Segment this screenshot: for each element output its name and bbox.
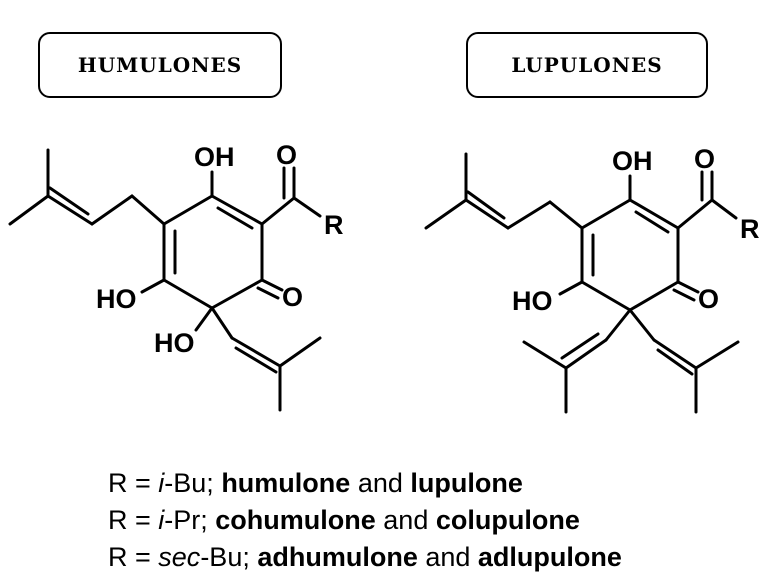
bond xyxy=(260,278,284,292)
bond xyxy=(466,190,506,220)
legend-substituent-italic: sec xyxy=(158,542,201,572)
legend-humulone-name: humulone xyxy=(221,468,351,498)
bond xyxy=(230,336,282,368)
bond xyxy=(46,194,94,226)
legend-lupulone-name: lupulone xyxy=(410,468,523,498)
humulone-ketone-o: O xyxy=(282,282,303,312)
double-bond-inner xyxy=(634,210,670,234)
legend-humulone-name: cohumulone xyxy=(215,505,376,535)
legend-line-1: R = i-Bu; humulone and lupulone xyxy=(108,468,523,499)
legend-line-3: R = sec-Bu; adhumulone and adlupulone xyxy=(108,542,622,573)
bond xyxy=(580,198,632,230)
legend-line-2: R = i-Pr; cohumulone and colupulone xyxy=(108,505,580,536)
humulones-label: HUMULONES xyxy=(77,53,243,77)
bond xyxy=(194,306,214,332)
legend-substituent-italic: i xyxy=(158,505,165,535)
bond xyxy=(162,278,214,310)
bond xyxy=(580,280,632,312)
bond xyxy=(628,280,680,312)
legend-and: and xyxy=(350,468,411,498)
humulone-quaternary-ho: HO xyxy=(154,328,195,358)
legend-prefix: R = xyxy=(108,505,159,535)
bond xyxy=(234,346,278,374)
double-bond-inner xyxy=(216,206,254,230)
legend-humulone-name: adhumulone xyxy=(257,542,418,572)
bond xyxy=(140,278,166,294)
humulone-r-group: R xyxy=(324,210,344,240)
bond xyxy=(676,198,714,230)
bond xyxy=(210,278,264,310)
legend-substituent-rest: -Pr; xyxy=(164,505,216,535)
lupulone-structure: OH O R O HO xyxy=(424,144,760,414)
bond xyxy=(522,340,568,370)
bond xyxy=(130,194,166,226)
bond xyxy=(292,196,322,218)
lupulone-top-oh: OH xyxy=(612,146,653,176)
legend-substituent-italic: i xyxy=(158,468,165,498)
bond xyxy=(90,194,134,226)
bond xyxy=(256,286,280,300)
bond xyxy=(278,336,322,368)
bond xyxy=(694,340,740,370)
bond xyxy=(464,198,510,230)
bond xyxy=(162,194,214,226)
lupulone-r-group: R xyxy=(740,214,760,244)
lupulone-carbonyl-o: O xyxy=(694,144,715,174)
bond xyxy=(48,186,90,216)
bond xyxy=(564,338,608,370)
bond xyxy=(558,280,584,296)
humulone-ring-ho: HO xyxy=(96,284,137,314)
bond xyxy=(260,196,296,226)
bond xyxy=(548,200,584,230)
bond xyxy=(424,198,468,230)
legend-and: and xyxy=(375,505,436,535)
bond xyxy=(652,338,698,370)
legend-prefix: R = xyxy=(108,468,159,498)
humulone-top-oh: OH xyxy=(194,142,235,172)
bond xyxy=(8,194,50,226)
bond xyxy=(672,288,696,302)
bond xyxy=(604,308,632,342)
legend-substituent-rest: -Bu; xyxy=(164,468,222,498)
lupulones-label: LUPULONES xyxy=(511,53,663,77)
bond xyxy=(710,198,738,220)
bond xyxy=(210,194,264,226)
humulones-label-box: HUMULONES xyxy=(38,32,282,98)
bond xyxy=(628,308,656,342)
lupulones-label-box: LUPULONES xyxy=(466,32,708,98)
bond xyxy=(676,280,700,294)
lupulone-ketone-o: O xyxy=(698,284,719,314)
bond xyxy=(210,306,234,340)
legend-and: and xyxy=(417,542,478,572)
legend-substituent-rest: -Bu; xyxy=(200,542,258,572)
legend-lupulone-name: adlupulone xyxy=(477,542,622,572)
lupulone-ring-ho: HO xyxy=(512,286,553,316)
bond xyxy=(628,198,680,230)
humulone-carbonyl-o: O xyxy=(276,140,297,170)
humulone-structure: OH O R O HO HO xyxy=(8,140,344,412)
bond xyxy=(656,348,694,376)
legend-prefix: R = xyxy=(108,542,159,572)
bond xyxy=(506,200,552,230)
bond xyxy=(560,332,600,360)
legend-lupulone-name: colupulone xyxy=(435,505,580,535)
